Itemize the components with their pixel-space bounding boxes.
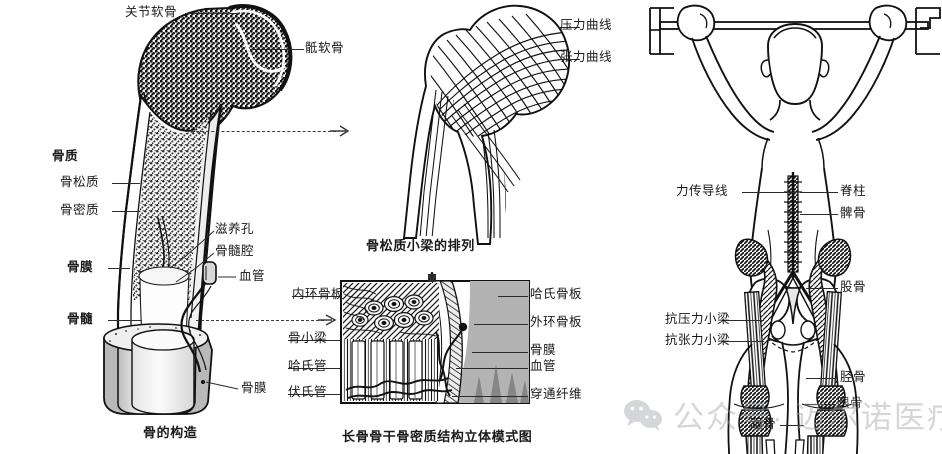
caption-trabecular-arrangement: 骨松质小梁的排列 [366,238,475,253]
leader-spongy-bone [112,183,140,184]
label-hip-bone: 髀骨 [840,206,867,220]
label-periosteum-histology: 骨膜 [530,343,557,357]
femur-shaft [116,93,223,339]
panel-femur-structure: 关节软骨 骶软骨 骨质 骨松质 骨密质 骨膜 骨髓 滋养孔 骨髓腔 血管 骨膜 … [0,0,344,454]
label-femur-body: 股骨 [840,280,867,294]
label-compression-trabeculae: 抗压力小梁 [665,312,731,326]
connector-arrow-histology [318,314,337,326]
label-spongy-bone: 骨松质 [60,175,100,189]
tibia-bones [745,435,825,454]
leader-outer-lamellae [474,324,528,325]
label-outer-circumferential-lamellae: 外环骨板 [530,315,583,329]
label-compression-curve: 压力曲线 [560,18,613,32]
label-medullary-cavity: 骨髓腔 [215,244,255,258]
leader-curves-femur [169,230,239,390]
caption-femur-structure: 骨的构造 [143,425,198,440]
leader-calcaneus-left [780,425,804,426]
panel-compact-bone-histology [340,272,530,404]
label-force-conduction-line: 力传导线 [676,184,729,198]
connector-head-to-trabeculae [186,131,336,132]
leader-compression-curve [558,27,580,28]
label-volkmann-canal: 伏氏管 [288,385,328,399]
leader-calcaneus-right [805,404,835,405]
connector-shaft-to-histology [196,320,324,321]
leader-spine [800,192,838,193]
label-articular-cartilage: 关节软骨 [125,5,178,19]
head [760,23,830,121]
leader-haversian-canal [288,368,340,369]
leader-periosteum-histology [472,352,528,353]
label-tension-trabeculae: 抗张力小梁 [665,333,731,347]
leader-trabecula [288,340,340,341]
leader-inner-lamellae [292,296,340,297]
panel-trabecular-arrangement: 压力曲线 张力曲线 骨松质小梁的排列 [330,0,650,262]
caption-compact-bone-histology: 长骨骨干骨密质结构立体模式图 [342,429,533,444]
label-blood-vessel: 血管 [239,269,266,283]
trabeculae-drawing [402,4,571,245]
leader-bone-marrow [108,320,142,321]
leader-epiphyseal-cartilage [250,49,304,50]
label-perforating-fibres: 穿通纤维 [530,387,583,401]
label-periosteum-lower: 骨膜 [241,381,268,395]
label-epiphyseal-cartilage: 骶软骨 [305,41,345,55]
leader-force-conduction-line [742,192,796,193]
label-inner-circumferential-lamellae: 内环骨板 [292,287,345,301]
femur-drawing [103,4,293,415]
label-tension-curve: 张力曲线 [560,50,613,64]
leader-blood-vessel-histology [456,368,528,369]
leader-tension-curve [558,59,580,60]
label-tibia: 胫骨 [840,370,867,384]
leader-tension-trabeculae [722,341,764,342]
label-trabecula: 骨小梁 [288,331,328,345]
label-bone-marrow: 骨髓 [67,312,94,326]
label-blood-vessel-histology: 血管 [530,359,557,373]
legs-outline [727,341,859,454]
label-spine: 脊柱 [840,184,867,198]
leader-hip-bone [800,214,838,215]
connector-arrow-trabeculae [330,125,350,137]
label-calcaneus-left: 跟骨 [750,417,777,431]
label-calcaneus-right: 跟骨 [837,396,864,410]
leader-compact-bone [112,211,140,212]
body-drawing [649,4,941,454]
knee-joints [738,409,848,437]
leader-perforating-fibres [452,396,528,397]
label-compact-bone: 骨密质 [60,203,100,217]
spine-drawing [784,172,802,278]
arms [691,35,895,169]
leader-tibia [806,378,838,379]
leader-articular-cartilage [185,13,237,14]
label-haversian-lamellae: 哈氏骨板 [530,287,583,301]
histology-drawing [340,272,530,404]
leader-haversian-lamellae [498,296,528,297]
leader-femur-body [806,288,838,289]
blood-vessel-drawing [180,261,217,373]
leader-compression-trabeculae [722,320,764,321]
leader-periosteum [108,268,130,269]
label-haversian-canal: 哈氏管 [288,359,328,373]
leader-volkmann-canal [288,394,340,395]
label-periosteum: 骨膜 [67,260,94,274]
label-bone-substance: 骨质 [52,149,79,163]
label-nutrient-foramen: 滋养孔 [215,222,255,236]
panel-body-force-lines [648,0,942,454]
